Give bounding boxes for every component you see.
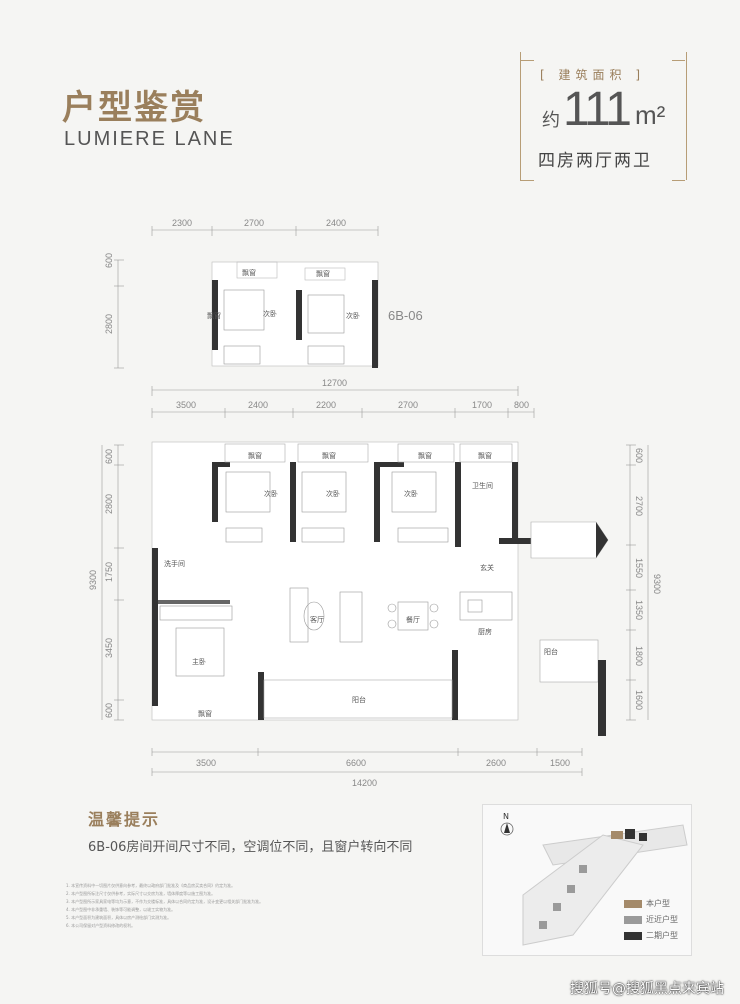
plan-tag: 6B-06 <box>388 308 423 323</box>
dimension-labels: 2300 2700 2400 600 2800 12700 3500 2400 … <box>88 218 662 788</box>
dim-text: 2600 <box>486 758 506 768</box>
svg-text:飘窗: 飘窗 <box>478 451 492 460</box>
svg-text:卫生间: 卫生间 <box>472 481 493 490</box>
svg-text:厨房: 厨房 <box>478 627 492 636</box>
dim-text: 2300 <box>172 218 192 228</box>
dim-text: 1600 <box>634 690 644 710</box>
site-map: N <box>482 804 692 956</box>
site-map-drawing: N <box>500 812 688 946</box>
svg-text:餐厅: 餐厅 <box>406 615 420 624</box>
dim-text: 800 <box>514 400 529 410</box>
svg-text:客厅: 客厅 <box>310 615 324 624</box>
legend-item: 本户型 <box>624 898 670 909</box>
svg-text:阳台: 阳台 <box>352 695 366 704</box>
note-line: 2. 本户型图所标注尺寸仅供参考，实际尺寸以交房为准，墙体厚度等以施工图为准。 <box>66 891 216 896</box>
dim-text: 3500 <box>196 758 216 768</box>
svg-text:飘窗: 飘窗 <box>322 451 336 460</box>
svg-text:飘窗: 飘窗 <box>198 709 212 718</box>
dim-text: 600 <box>104 449 114 464</box>
project-name: LUMIERE LANE <box>64 128 235 150</box>
area-unit: m² <box>635 100 666 130</box>
dim-text: 2700 <box>634 496 644 516</box>
dim-text: 9300 <box>88 570 98 590</box>
tips-title: 温馨提示 <box>88 810 161 829</box>
note-line: 3. 本户型图所示家具家电等均为示意，不作为交楼标准，具体以合同约定为准，设计变… <box>66 899 264 904</box>
note-line: 4. 本户型图中非承重墙、装饰等可能调整，以竣工实物为准。 <box>66 907 176 912</box>
dim-text: 1700 <box>472 400 492 410</box>
svg-text:次卧: 次卧 <box>264 489 278 498</box>
page-title: 户型鉴赏 <box>62 88 206 128</box>
svg-text:阳台: 阳台 <box>544 647 558 656</box>
legend-swatch <box>624 915 642 924</box>
floor-plan: 2300 2700 2400 600 2800 12700 3500 2400 … <box>88 218 662 788</box>
disclaimer-notes: 1. 本宣传资料中一切图片仅供意向参考，最终以政府部门批准及《商品房买卖合同》约… <box>66 882 426 930</box>
legend-swatch <box>624 899 642 908</box>
dim-text: 3500 <box>176 400 196 410</box>
svg-text:玄关: 玄关 <box>480 563 494 572</box>
note-line: 1. 本宣传资料中一切图片仅供意向参考，最终以政府部门批准及《商品房买卖合同》约… <box>66 883 236 888</box>
dim-text: 600 <box>104 253 114 268</box>
area-box <box>520 52 687 180</box>
dim-text: 3450 <box>104 638 114 658</box>
note-line: 5. 本户型面积为建筑面积，具体以房产测绘部门实测为准。 <box>66 915 172 920</box>
svg-text:次卧: 次卧 <box>404 489 418 498</box>
dim-text: 1800 <box>634 646 644 666</box>
dim-text: 1550 <box>634 558 644 578</box>
dim-text: 600 <box>634 448 644 463</box>
dim-text: 14200 <box>352 778 377 788</box>
svg-text:次卧: 次卧 <box>346 311 360 320</box>
legend-item: 近近户型 <box>624 914 678 925</box>
dim-text: 9300 <box>652 574 662 594</box>
main-plan: 飘窗 飘窗 飘窗 飘窗 次卧 次卧 次卧 主卧 客厅 餐厅 厨房 玄关 阳台 洗… <box>151 441 609 736</box>
dim-text: 2800 <box>104 494 114 514</box>
dim-text: 12700 <box>322 378 347 388</box>
dim-text: 6600 <box>346 758 366 768</box>
svg-text:次卧: 次卧 <box>326 489 340 498</box>
svg-text:飘窗: 飘窗 <box>248 451 262 460</box>
dim-text: 2400 <box>248 400 268 410</box>
area-label: [ 建筑面积 ] <box>540 68 646 82</box>
legend-item: 二期户型 <box>624 930 678 941</box>
svg-text:主卧: 主卧 <box>192 657 206 666</box>
svg-text:飘窗: 飘窗 <box>207 311 221 320</box>
area-prefix: 约 <box>542 110 560 131</box>
dim-text: 2200 <box>316 400 336 410</box>
dim-text: 1750 <box>104 562 114 582</box>
dim-text: 2700 <box>244 218 264 228</box>
area-value: 111 <box>563 83 632 136</box>
dim-text: 1500 <box>550 758 570 768</box>
dim-text: 2800 <box>104 314 114 334</box>
svg-text:飘窗: 飘窗 <box>242 268 256 277</box>
dim-text: 1350 <box>634 600 644 620</box>
dimension-lines <box>101 226 649 776</box>
dim-text: 2400 <box>326 218 346 228</box>
svg-text:飘窗: 飘窗 <box>418 451 432 460</box>
svg-text:洗手间: 洗手间 <box>164 559 185 568</box>
watermark: 搜狐号@搜狐黑点来宾站 <box>570 981 724 997</box>
tips-text: 6B-06房间开间尺寸不同，空调位不同，且窗户转向不同 <box>88 840 413 855</box>
legend-swatch <box>624 931 642 940</box>
svg-text:次卧: 次卧 <box>263 309 277 318</box>
svg-text:飘窗: 飘窗 <box>316 269 330 278</box>
dim-text: 600 <box>104 703 114 718</box>
note-line: 6. 本公司保留对户型资料修改的权利。 <box>66 923 136 928</box>
north-label: N <box>503 812 509 821</box>
dim-text: 2700 <box>398 400 418 410</box>
upper-plan: 飘窗 次卧 飘窗 次卧 飘窗 <box>207 261 379 368</box>
unit-type: 四房两厅两卫 <box>538 151 652 171</box>
